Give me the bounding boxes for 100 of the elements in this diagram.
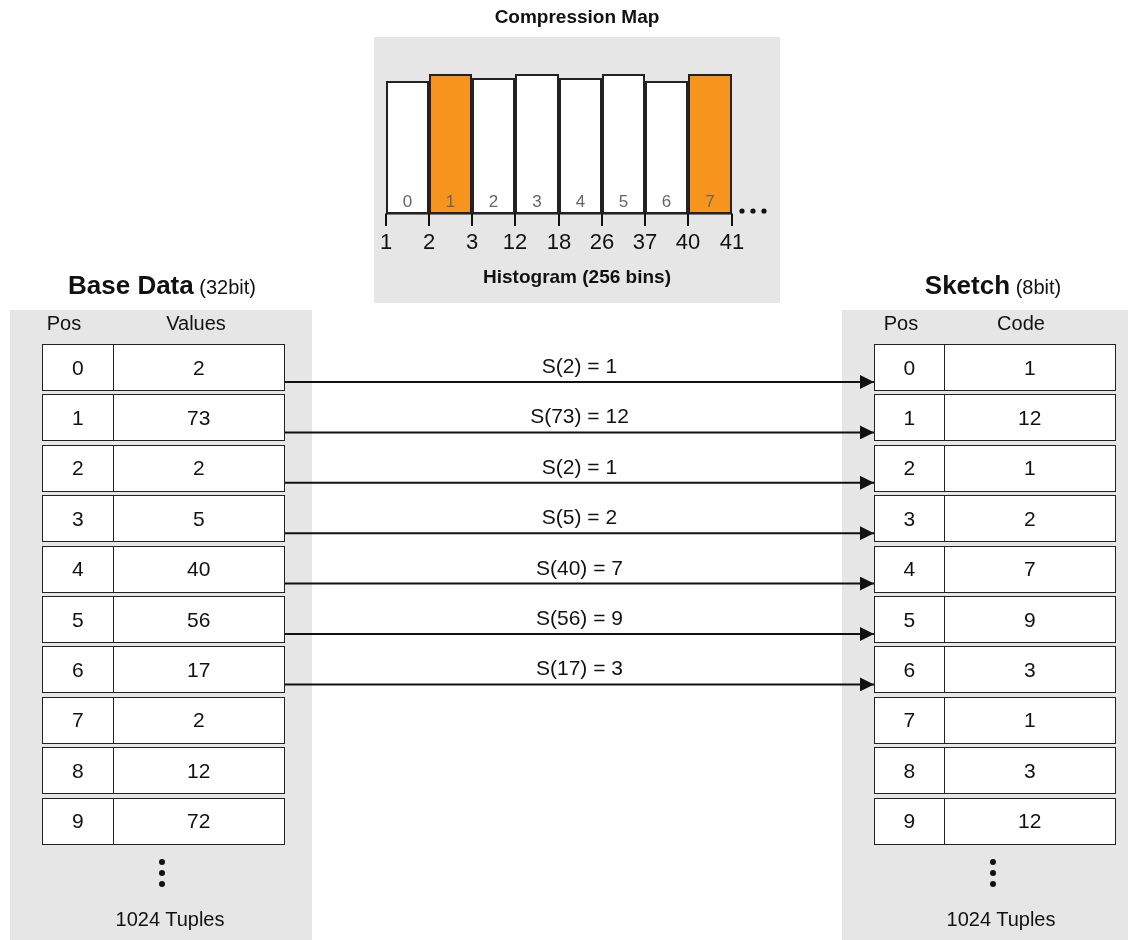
value-number: 3: [1022, 757, 1037, 784]
bin-number: 1: [445, 192, 456, 212]
bin-number: 5: [618, 192, 629, 212]
position-number: 2: [875, 445, 945, 491]
histogram-bar: [386, 81, 429, 214]
table-row: [874, 344, 1116, 391]
axis-tick-label: 18: [546, 229, 572, 255]
table-row: [42, 646, 285, 694]
table-row: [874, 596, 1116, 643]
value-number: 1: [1022, 455, 1037, 482]
histogram-caption: Histogram (256 bins): [483, 266, 671, 288]
table-row: [42, 344, 285, 391]
axis-tick-label: 1: [379, 229, 393, 255]
row-count-text: 1024 Tuples: [115, 908, 225, 931]
axis-tick-label: 37: [632, 229, 658, 255]
table-row: [874, 646, 1116, 694]
arrow: [284, 576, 875, 591]
histogram-bar: [515, 74, 559, 214]
arrow: [284, 627, 875, 641]
table-row: [874, 797, 1116, 845]
position-number: 7: [43, 697, 114, 743]
table-row: [874, 444, 1116, 492]
arrow: [284, 475, 875, 490]
value-number: 9: [1022, 606, 1037, 633]
column-header: Pos: [883, 312, 919, 335]
histogram-bar: [645, 81, 688, 214]
value-number: 12: [1017, 808, 1043, 835]
column-header: Values: [166, 312, 226, 335]
bin-number: 3: [532, 192, 542, 212]
histogram-bar: [688, 74, 732, 214]
value-number: 2: [1022, 505, 1037, 532]
value-number: 2: [191, 455, 206, 482]
position-number: 0: [875, 345, 945, 390]
position-number: 5: [875, 597, 945, 642]
column-header: Pos: [46, 312, 82, 335]
axis-tick-label: 41: [719, 229, 745, 255]
table-row: [42, 747, 285, 795]
value-number: 72: [186, 808, 212, 835]
value-number: 5: [191, 505, 206, 532]
bin-number: 4: [575, 192, 586, 212]
value-number: 2: [191, 354, 206, 381]
bin-number: 2: [488, 192, 499, 212]
histogram-bar: [559, 78, 602, 214]
axis-tick-label: 26: [589, 229, 615, 255]
panel-title: Compression Map: [494, 6, 660, 28]
position-number: 8: [43, 748, 114, 794]
arrow: [284, 375, 875, 389]
position-number: 8: [875, 748, 945, 794]
table-row: [874, 747, 1116, 795]
value-number: 3: [1022, 656, 1037, 683]
position-number: 1: [875, 395, 945, 441]
table-row: [42, 696, 285, 744]
value-number: 12: [186, 757, 212, 784]
arrow: [284, 425, 875, 440]
position-number: 6: [875, 647, 945, 693]
position-number: 3: [875, 496, 945, 542]
table-row: [42, 495, 285, 543]
table-heading: Base Data (32bit): [68, 270, 256, 301]
table-row: [874, 696, 1116, 744]
position-number: 0: [43, 345, 114, 390]
table-heading: Sketch (8bit): [924, 270, 1062, 301]
axis-tick-label: 3: [465, 229, 479, 255]
table-row: [874, 545, 1116, 593]
table-row: [42, 444, 285, 492]
table-row: [42, 394, 285, 442]
value-number: 40: [186, 556, 212, 583]
position-number: 1: [43, 395, 114, 441]
histogram-bar: [472, 78, 515, 214]
position-number: 6: [43, 647, 114, 693]
bin-number: 0: [402, 192, 413, 212]
table-row: [42, 797, 285, 845]
value-number: 12: [1017, 404, 1043, 431]
row-count-text: 1024 Tuples: [946, 908, 1056, 931]
value-number: 17: [186, 656, 212, 683]
value-number: 7: [1022, 556, 1037, 583]
value-number: 2: [191, 707, 206, 734]
position-number: 4: [43, 546, 114, 592]
table-row: [874, 495, 1116, 543]
value-number: 1: [1022, 354, 1037, 381]
histogram-bar: [429, 74, 472, 214]
value-number: 1: [1022, 707, 1037, 734]
axis-tick-label: 2: [422, 229, 436, 255]
table-row: [42, 545, 285, 593]
position-number: 3: [43, 496, 114, 542]
column-header: Code: [997, 312, 1045, 335]
axis-tick-label: 12: [502, 229, 528, 255]
histogram-bar: [602, 74, 645, 214]
table-row: [42, 596, 285, 643]
bin-number: 6: [661, 192, 672, 212]
table-row: [874, 394, 1116, 442]
arrow: [284, 526, 875, 541]
bin-number: 7: [705, 192, 715, 212]
arrow: [284, 677, 875, 692]
position-number: 7: [875, 697, 945, 743]
position-number: 9: [875, 798, 945, 844]
value-number: 56: [186, 606, 212, 633]
position-number: 5: [43, 597, 114, 642]
position-number: 4: [875, 546, 945, 592]
position-number: 2: [43, 445, 114, 491]
position-number: 9: [43, 798, 114, 844]
